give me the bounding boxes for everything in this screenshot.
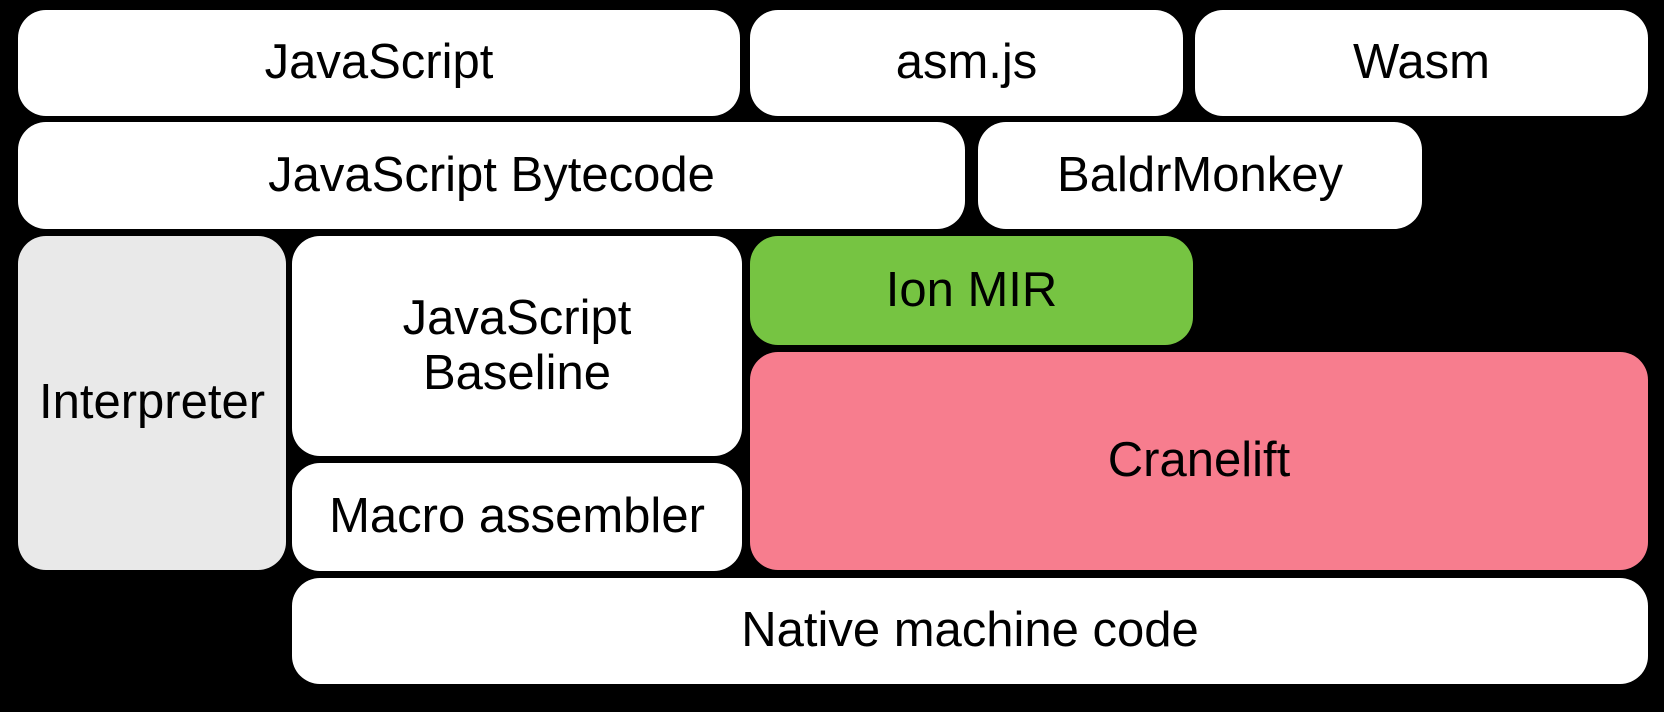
- node-ion-mir: Ion MIR: [750, 236, 1193, 345]
- node-cranelift: Cranelift: [750, 352, 1648, 570]
- node-native-machine-code: Native machine code: [292, 578, 1648, 684]
- node-javascript: JavaScript: [18, 10, 740, 116]
- node-asmjs: asm.js: [750, 10, 1183, 116]
- node-javascript-baseline: JavaScript Baseline: [292, 236, 742, 456]
- node-macro-assembler: Macro assembler: [292, 463, 742, 571]
- node-wasm: Wasm: [1195, 10, 1648, 116]
- node-baldrmonkey: BaldrMonkey: [978, 122, 1422, 229]
- node-javascript-bytecode: JavaScript Bytecode: [18, 122, 965, 229]
- node-interpreter: Interpreter: [18, 236, 286, 570]
